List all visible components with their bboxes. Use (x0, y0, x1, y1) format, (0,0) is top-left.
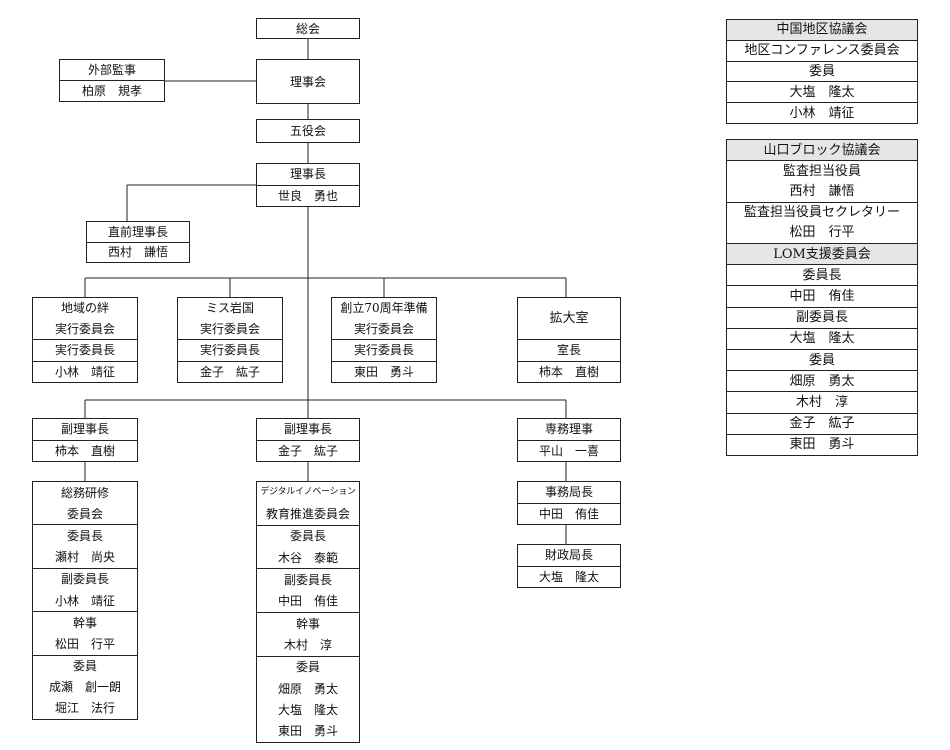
committee-name-line1: 総務研修 (60, 485, 109, 500)
role-label: 委員 (727, 349, 917, 370)
member-name: 中田 侑佳 (277, 594, 338, 609)
committee-role: 実行委員長 (33, 339, 137, 361)
secretariat-chief-box: 事務局長 中田 侑佳 (517, 481, 621, 525)
vice-president-title: 副理事長 (283, 422, 332, 437)
role-label: 監査担当役員 (727, 160, 917, 181)
past-president-name: 西村 謙悟 (87, 241, 189, 263)
digital-education-committee-box: デジタルイノベーション 教育推進委員会 委員長 木谷 泰範 副委員長 中田 侑佳… (256, 481, 360, 743)
general-assembly-box: 総会 (256, 18, 360, 39)
five-officers-box: 五役会 (256, 119, 360, 143)
member-name: 木谷 泰範 (277, 550, 338, 565)
role-label: 委員長 (727, 264, 917, 285)
member-name: 堀江 法行 (54, 701, 115, 716)
member-name: 畑原 勇太 (727, 370, 917, 391)
president-box: 理事長 世良 勇也 (256, 163, 360, 207)
secretariat-chief-name: 中田 侑佳 (518, 502, 620, 525)
role-label: 委員長 (33, 524, 137, 546)
vice-president-name: 金子 紘子 (257, 439, 359, 462)
member-name: 西村 謙悟 (789, 184, 855, 199)
role-label: 副委員長 (727, 306, 917, 328)
committee-name-line2: 実行委員会 (353, 321, 414, 336)
member-name: 大塩 隆太 (277, 702, 338, 717)
president-title: 理事長 (289, 167, 326, 182)
council-header: 山口ブロック協議会 (727, 140, 917, 161)
committee-role: 実行委員長 (178, 339, 282, 361)
member-name: 木村 淳 (283, 637, 332, 652)
committee-name-line2: 実行委員会 (199, 321, 260, 336)
board-box: 理事会 (256, 59, 360, 104)
role-label: 委員長 (257, 524, 359, 547)
committee-name-line1: デジタルイノベーション (260, 487, 356, 498)
role-label: 委員 (33, 654, 137, 677)
executive-director-title: 専務理事 (544, 422, 593, 437)
committee-box: 創立70周年準備 実行委員会 実行委員長 東田 勇斗 (331, 297, 437, 383)
role-label: 委員 (257, 655, 359, 678)
committee-box: 地域の絆 実行委員会 実行委員長 小林 靖征 (32, 297, 138, 383)
vice-president-name: 柿本 直樹 (33, 439, 137, 462)
expansion-office-name: 柿本 直樹 (518, 360, 620, 383)
committee-member-name: 東田 勇斗 (332, 360, 436, 383)
role-label: 幹事 (33, 611, 137, 633)
chugoku-council-box: 中国地区協議会 地区コンファレンス委員会 委員 大塩 隆太 小林 靖征 (726, 19, 918, 124)
expansion-office-role: 室長 (518, 339, 620, 361)
member-name: 木村 淳 (727, 391, 917, 412)
finance-chief-box: 財政局長 大塩 隆太 (517, 544, 621, 588)
member-name: 小林 靖征 (727, 102, 917, 123)
member-name: 成瀬 創一朗 (48, 680, 121, 695)
vice-president-box: 副理事長 柿本 直樹 (32, 418, 138, 462)
past-president-title: 直前理事長 (107, 224, 168, 239)
expansion-office-box: 拡大室 室長 柿本 直樹 (517, 297, 621, 383)
committee-name-line1: 地域の絆 (60, 301, 109, 316)
member-name: 大塩 隆太 (727, 81, 917, 102)
member-name: 畑原 勇太 (277, 681, 338, 696)
executive-director-box: 専務理事 平山 一喜 (517, 418, 621, 462)
role-label: 幹事 (257, 611, 359, 634)
committee-name-line1: 創立70周年準備 (340, 301, 428, 316)
executive-director-name: 平山 一喜 (518, 439, 620, 462)
member-name: 東田 勇斗 (727, 433, 917, 455)
committee-member-name: 金子 紘子 (178, 360, 282, 383)
committee-name-line2: 委員会 (66, 506, 103, 521)
member-name: 東田 勇斗 (277, 724, 338, 739)
board-label: 理事会 (289, 74, 326, 89)
expansion-office-title: 拡大室 (549, 311, 589, 326)
role-label: 監査担当役員セクレタリー (727, 201, 917, 223)
role-label: 副委員長 (257, 568, 359, 590)
five-officers-label: 五役会 (289, 124, 326, 138)
committee-member-name: 小林 靖征 (33, 360, 137, 383)
vice-president-box: 副理事長 金子 紘子 (256, 418, 360, 462)
member-name: 小林 靖征 (54, 593, 115, 608)
role-label: 委員 (727, 60, 917, 82)
council-committee: 地区コンファレンス委員会 (727, 39, 917, 61)
council-header: 中国地区協議会 (727, 20, 917, 40)
external-auditor-title: 外部監事 (87, 63, 136, 77)
external-auditor-name: 柏原 規孝 (60, 80, 164, 101)
finance-chief-name: 大塩 隆太 (518, 565, 620, 588)
committee-name-line2: 実行委員会 (54, 321, 115, 336)
committee-box: ミス岩国 実行委員会 実行委員長 金子 紘子 (177, 297, 283, 383)
general-assembly-label: 総会 (295, 21, 320, 36)
president-name: 世良 勇也 (257, 184, 359, 207)
member-name: 大塩 隆太 (727, 327, 917, 349)
committee-name-line1: ミス岩国 (205, 301, 254, 316)
general-affairs-committee-box: 総務研修 委員会 委員長 瀬村 尚央 副委員長 小林 靖征 幹事 松田 行平 委… (32, 481, 138, 720)
member-name: 松田 行平 (789, 225, 855, 241)
committee-role: 実行委員長 (332, 339, 436, 361)
external-auditor-box: 外部監事 柏原 規孝 (59, 59, 165, 102)
member-name: 瀬村 尚央 (54, 550, 115, 565)
member-name: 中田 侑佳 (727, 285, 917, 306)
committee-name-line2: 教育推進委員会 (265, 506, 350, 521)
secretariat-chief-title: 事務局長 (544, 485, 593, 500)
yamaguchi-block-council-box: 山口ブロック協議会 監査担当役員 西村 謙悟 監査担当役員セクレタリー 松田 行… (726, 139, 918, 456)
past-president-box: 直前理事長 西村 謙悟 (86, 221, 190, 263)
role-label: 副委員長 (33, 567, 137, 590)
finance-chief-title: 財政局長 (544, 548, 593, 563)
vice-president-title: 副理事長 (60, 422, 109, 437)
member-name: 金子 紘子 (727, 412, 917, 434)
lom-support-committee-header: LOM支援委員会 (727, 243, 917, 265)
member-name: 松田 行平 (54, 636, 115, 651)
